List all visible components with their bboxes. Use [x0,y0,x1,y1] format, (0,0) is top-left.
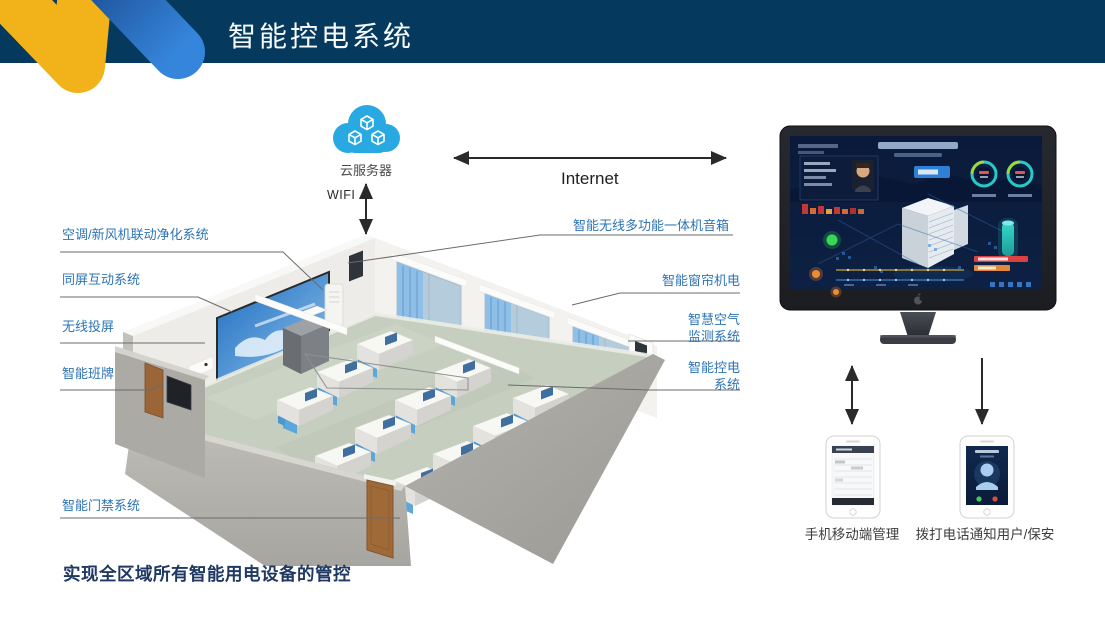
alert-status-bars [974,256,1028,271]
status-dot-orange [812,270,820,278]
phone-left-caption: 手机移动端管理 [804,527,900,542]
label-screen-mirroring-system: 同屏互动系统 [62,272,141,287]
answer-icon [976,496,982,502]
label-power-control-line2: 系统 [713,377,740,392]
management-app-screen [831,445,875,506]
map-roads [817,193,1009,265]
gauge-right [1006,160,1034,197]
label-smart-curtain: 智能窗帘机电 [661,273,740,288]
label-access-control-system: 智能门禁系统 [62,498,141,513]
status-dot-green [826,234,838,246]
phone-right [959,435,1015,519]
gauge-left [970,160,998,197]
phone-left [825,435,881,519]
air-purifier [324,283,344,327]
imac-monitor [779,125,1057,344]
home-button [983,508,991,516]
label-air-monitoring-line2: 监测系统 [687,329,740,344]
dashboard-screen [790,136,1042,298]
hanging-light [434,335,520,375]
timeline-bars [836,268,964,286]
classroom-illustration [115,234,665,566]
monitor-stand [900,312,936,337]
label-smart-speaker: 智能无线多功能一体机音箱 [573,218,730,233]
alert-bars-chart [802,204,864,214]
class-sign-tablet [166,375,192,411]
front-right-wall [405,354,665,564]
hanging-light [254,293,348,336]
page-title: 智能控电系统 [228,21,415,52]
bottom-icons-row [990,282,1031,287]
label-smart-class-sign: 智能班牌 [62,366,115,381]
classroom-floor [133,314,653,486]
side-door [144,362,164,419]
home-button [849,508,857,516]
label-hvac-system: 空调/新风机联动净化系统 [62,227,209,242]
blue-chevron-icon [91,0,205,79]
caller-avatar [976,463,998,490]
cloud-server-icon [333,105,400,153]
cloud-server-label: 云服务器 [339,163,392,178]
apple-logo-icon [914,293,923,305]
front-door [364,474,396,559]
label-power-control-line1: 智能控电 [687,360,740,375]
phone-right-caption: 拨打电话通知用户/保安 [915,527,1055,542]
corner-chevron-decoration [0,0,205,93]
wifi-label: WIFI [327,188,356,202]
power-control-callout-box [303,353,469,391]
footer-note: 实现全区域所有智能用电设备的管控 [63,564,351,584]
yellow-chevron-icon [0,0,112,93]
building-model [893,166,973,282]
alert-panel [799,155,879,201]
decline-icon [992,496,998,502]
server-cubes-icon [348,115,385,146]
label-wireless-projection: 无线投屏 [62,319,115,334]
map-clusters [836,242,997,273]
label-air-monitoring-line1: 智慧空气 [687,312,740,327]
internet-label: Internet [561,169,619,188]
incoming-call-screen [966,446,1008,505]
teal-cylinder [1002,222,1014,256]
